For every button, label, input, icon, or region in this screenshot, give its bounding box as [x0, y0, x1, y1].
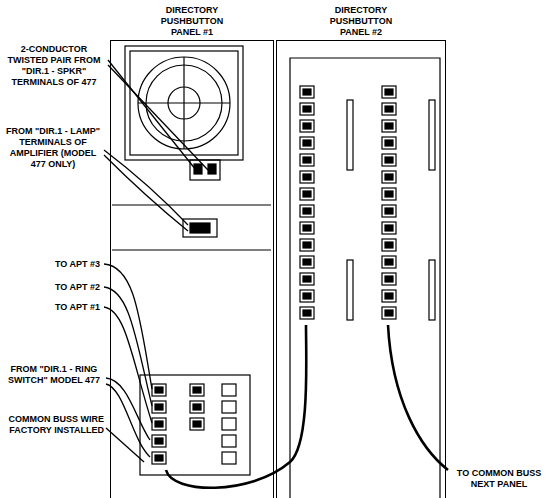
speaker-frame-inner [130, 51, 238, 155]
common-buss-wire [166, 325, 448, 488]
lamp-socket [183, 219, 217, 237]
terminal-block [300, 86, 396, 319]
wiring-note: FROM "DIR.1 - LAMP" TERMINALS OF AMPLIFI… [4, 126, 102, 170]
panel-heading: DIRECTORY PUSHBUTTON PANEL #2 [315, 5, 407, 38]
pushbutton-panel: DIRECTORY PUSHBUTTON PANEL #2 [276, 40, 446, 498]
wiring-note: COMMON BUSS WIRE FACTORY INSTALLED [4, 414, 104, 436]
wiring-note: FROM "DIR.1 - RING SWITCH" MODEL 477 [4, 364, 104, 386]
pushbutton-panel: DIRECTORY PUSHBUTTON PANEL #1 [110, 40, 274, 498]
speaker-terminal-strip [190, 160, 220, 180]
speaker-cone [138, 57, 230, 149]
wires [104, 60, 208, 462]
wiring-note: TO COMMON BUSS NEXT PANEL [452, 468, 546, 490]
wiring-note: TO APT #2 [30, 282, 100, 293]
wiring-note: TO APT #3 [30, 259, 100, 270]
panel-heading: DIRECTORY PUSHBUTTON PANEL #1 [146, 5, 238, 38]
wiring-note: TO APT #1 [30, 302, 100, 313]
terminal-block [152, 384, 236, 464]
wiring-note: 2-CONDUCTOR TWISTED PAIR FROM "DIR.1 - S… [4, 44, 104, 88]
